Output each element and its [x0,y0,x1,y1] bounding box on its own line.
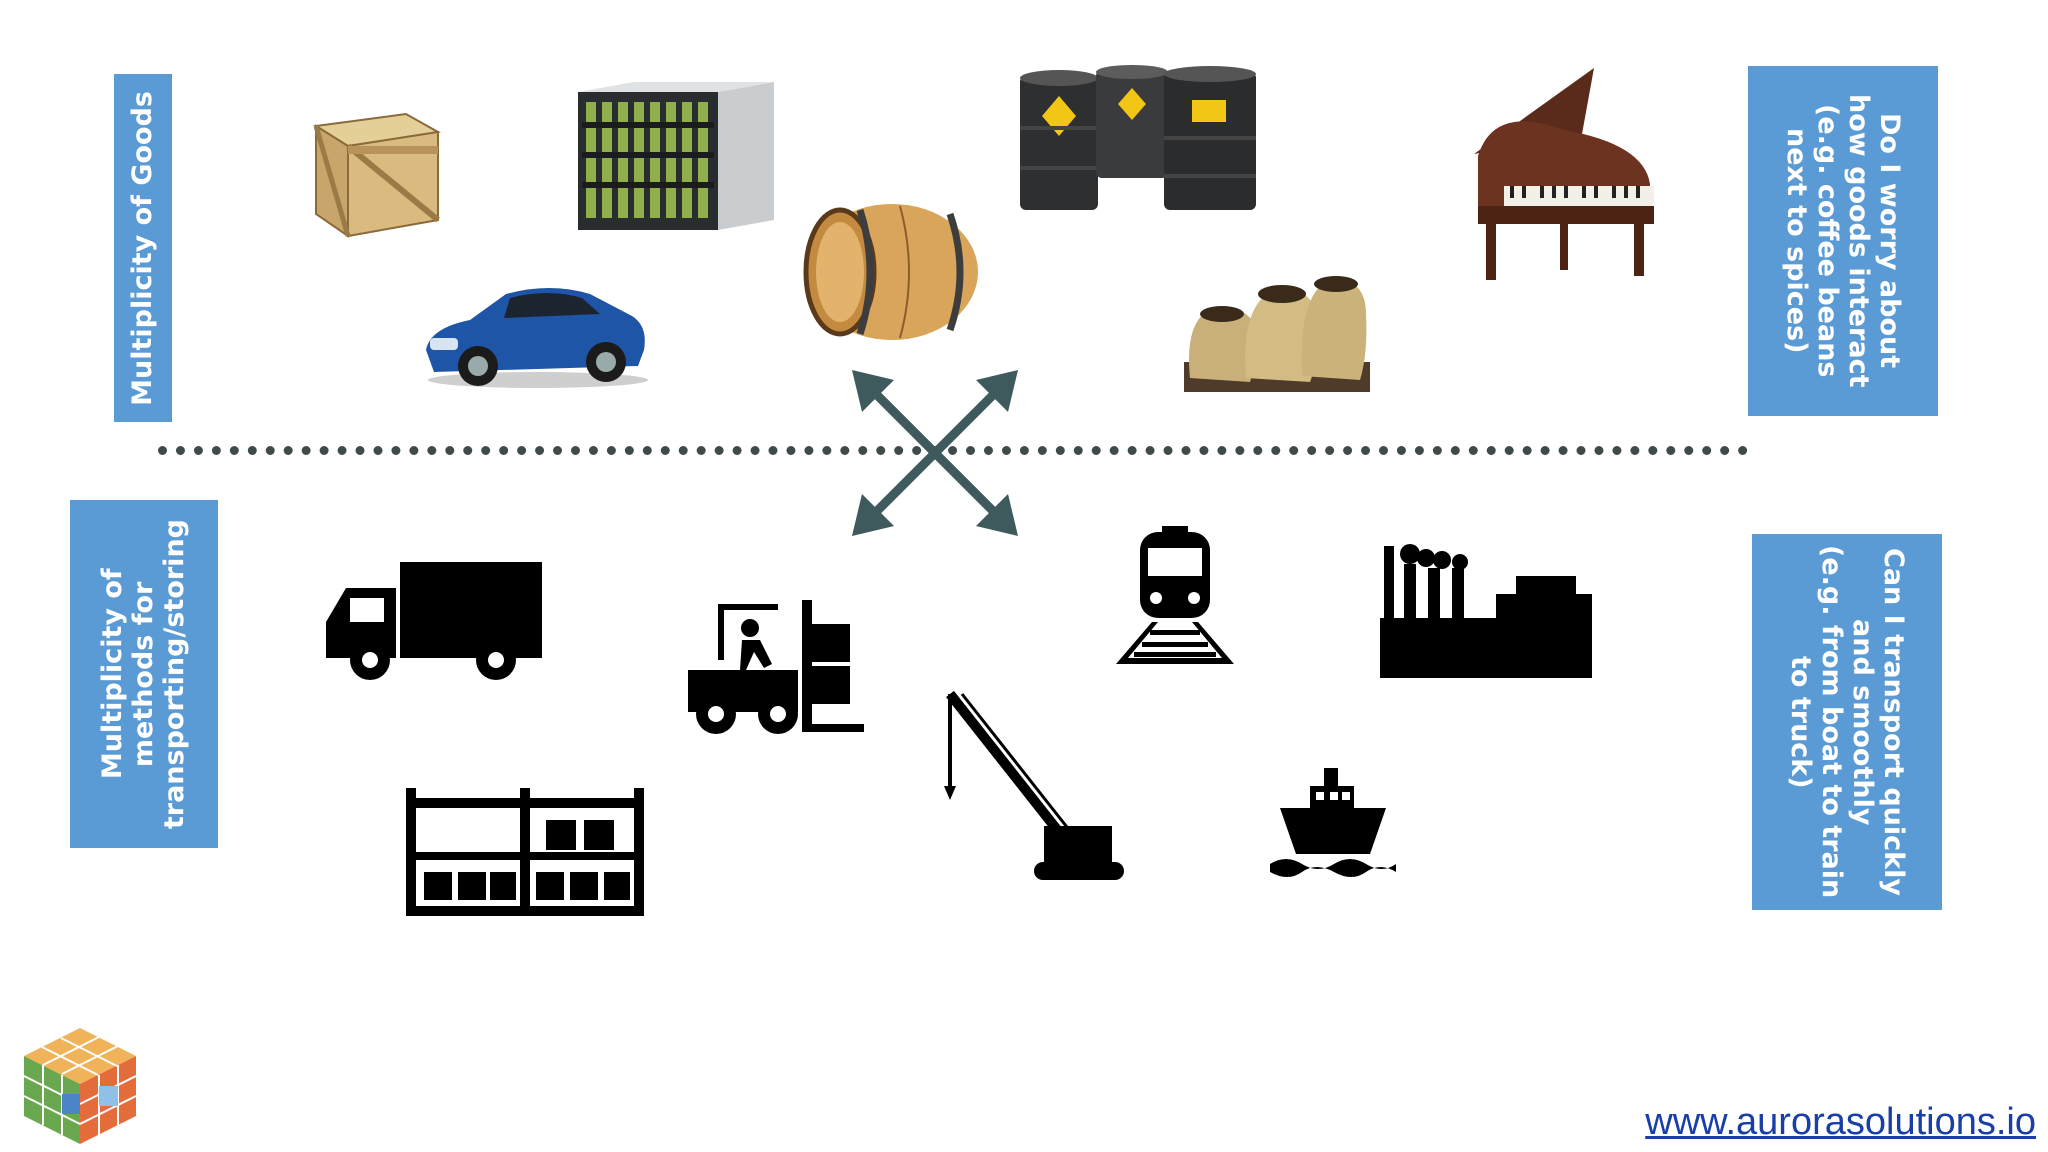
logo-cube-icon [23,1028,137,1144]
dotted-divider [158,446,1748,455]
transport-label: Can I transport quickly and smoothly (e.… [1784,545,1910,899]
barrel-icon [803,204,978,340]
train-icon [1116,526,1234,664]
interact-label: Do I worry about how goods interact (e.g… [1780,94,1906,388]
coffee-sacks-icon [1184,258,1370,392]
methods-label-box: Multiplicity of methods for transporting… [70,500,218,848]
oil-drums-icon [1020,65,1256,210]
goods-label-box: Multiplicity of Goods [114,74,172,422]
transport-label-box: Can I transport quickly and smoothly (e.… [1752,534,1942,910]
factory-icon [1380,544,1592,678]
crate-icon [313,112,442,238]
sports-car-icon [426,288,648,388]
forklift-icon [688,600,864,734]
crossed-arrows-icon [852,370,1018,536]
methods-label: Multiplicity of methods for transporting… [97,518,191,830]
crane-icon [944,690,1124,880]
ship-icon [1270,768,1396,877]
website-link[interactable]: www.aurorasolutions.io [1645,1101,2036,1143]
goods-label: Multiplicity of Goods [127,90,159,406]
interact-label-box: Do I worry about how goods interact (e.g… [1748,66,1938,416]
server-rack-icon [578,82,774,230]
piano-icon [1474,68,1654,280]
warehouse-rack-icon [406,788,644,916]
truck-icon [326,562,542,680]
